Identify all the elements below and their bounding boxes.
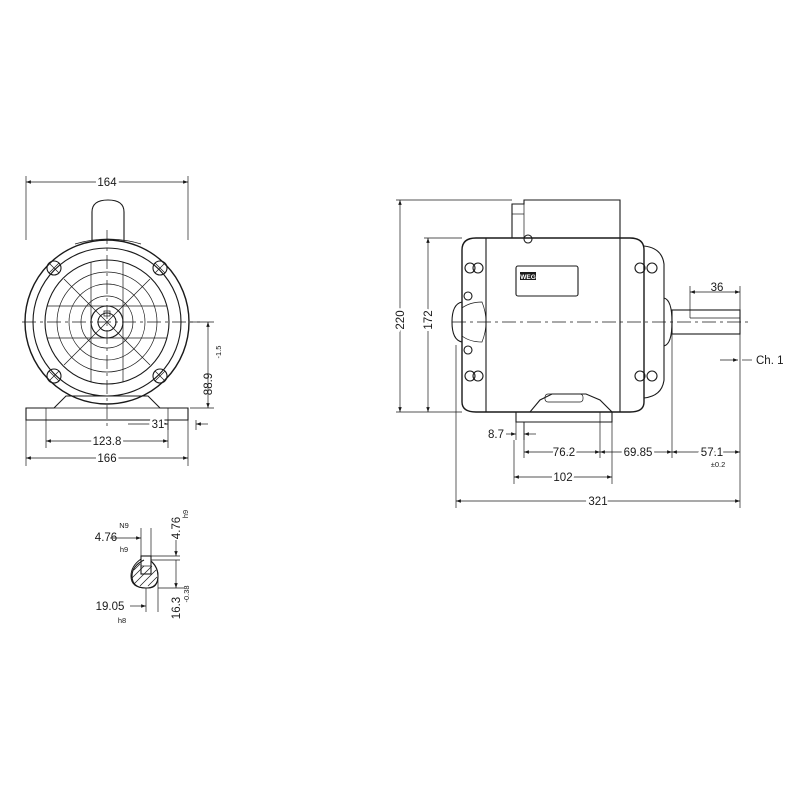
terminal-box [91, 199, 125, 242]
dim-key-depth-tol: -0.38 [182, 585, 191, 602]
dim-shaft-extension: 57.1 [701, 447, 723, 459]
key-detail: 4.76 N9 h9 4.76 h9 19.05 h8 16.3 -0.38 [95, 510, 191, 625]
key [140, 555, 152, 575]
weg-logo: WEG [520, 274, 536, 281]
dim-shaft-height-tol: -1.5 [214, 346, 223, 359]
dim-front-width-top: 164 [97, 177, 117, 189]
side-view: WEG 220 172 36 Ch. 1 8.7 [393, 199, 784, 511]
dim-chamfer: Ch. 1 [756, 355, 784, 367]
dim-side-height-frame: 172 [423, 310, 435, 329]
front-view: 164 166 123.8 31 88.9 -1.5 [22, 175, 223, 468]
side-bolts [463, 262, 658, 382]
side-terminal-box [511, 199, 621, 238]
dim-side-height-total: 220 [395, 310, 407, 329]
dim-key-width-right-tol: h9 [181, 510, 190, 518]
nameplate [515, 265, 579, 297]
dim-shaft-diameter: 19.05 [96, 601, 125, 613]
side-body [461, 237, 645, 413]
side-feet [515, 393, 613, 423]
dim-key-width-left-tol-top: N9 [119, 521, 129, 530]
dim-front-foot-span: 123.8 [93, 436, 122, 448]
dim-front-foot-offset: 31 [152, 419, 165, 431]
dim-foot-to-shoulder: 69.85 [624, 447, 653, 459]
dim-front-width-bottom: 166 [97, 453, 116, 465]
dim-foot-hole: 8.7 [488, 429, 504, 441]
dim-shaft-extension-tol: ±0.2 [711, 460, 726, 469]
dim-shaft-diameter-tol: h8 [118, 616, 126, 625]
dim-key-width-right: 4.76 [171, 517, 183, 539]
dim-overall-length: 321 [588, 496, 607, 508]
dim-key-depth: 16.3 [171, 597, 183, 619]
dim-key-width-left: 4.76 [95, 532, 117, 544]
dim-foot-length: 102 [553, 472, 572, 484]
dim-key-width-left-tol-bottom: h9 [120, 545, 128, 554]
front-bolts [46, 260, 168, 384]
dim-shaft-height: 88.9 [203, 373, 215, 395]
dim-foot-hole-span: 76.2 [553, 447, 575, 459]
dim-shaft-key-length: 36 [711, 282, 724, 294]
